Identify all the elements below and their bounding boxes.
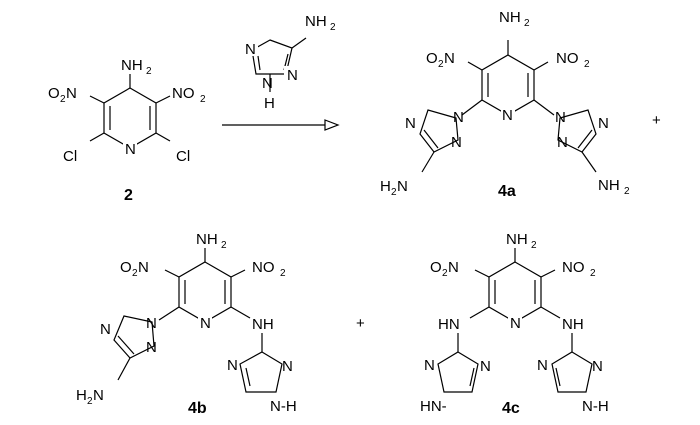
svg-text:2: 2 xyxy=(200,94,206,105)
svg-text:N: N xyxy=(448,259,459,276)
svg-text:N: N xyxy=(282,358,293,375)
svg-text:N: N xyxy=(555,109,566,126)
svg-text:N: N xyxy=(424,357,435,374)
svg-text:NH: NH xyxy=(598,177,620,194)
svg-text:H: H xyxy=(76,387,87,404)
svg-text:2: 2 xyxy=(221,240,227,251)
svg-text:N: N xyxy=(480,358,491,375)
svg-text:N: N xyxy=(510,315,521,332)
svg-text:N: N xyxy=(557,134,568,151)
svg-text:N: N xyxy=(453,109,464,126)
compound-4c-structure: N NH 2 O 2 N NO 2 HN N N HN- NH N N N-H … xyxy=(420,231,609,417)
svg-text:N: N xyxy=(592,358,603,375)
compound-4b-structure: N NH 2 O 2 N NO 2 N N N H 2 N NH N N N-H… xyxy=(76,231,297,417)
svg-text:NH: NH xyxy=(499,9,521,26)
svg-text:N-H: N-H xyxy=(270,398,297,415)
svg-text:NH: NH xyxy=(506,231,528,248)
plus-sign: + xyxy=(356,315,365,332)
svg-text:2: 2 xyxy=(391,187,397,198)
svg-text:N-H: N-H xyxy=(582,398,609,415)
svg-text:2: 2 xyxy=(146,66,152,77)
svg-text:2: 2 xyxy=(132,268,138,279)
svg-text:O: O xyxy=(120,259,132,276)
svg-text:2: 2 xyxy=(624,186,630,197)
svg-text:2: 2 xyxy=(531,240,537,251)
svg-text:NH: NH xyxy=(196,231,218,248)
svg-text:N: N xyxy=(66,85,77,102)
svg-text:N: N xyxy=(444,50,455,67)
nitro-label: O xyxy=(48,85,60,102)
svg-text:2: 2 xyxy=(330,22,336,33)
svg-text:O: O xyxy=(426,50,438,67)
svg-text:N: N xyxy=(397,178,408,195)
svg-text:NO: NO xyxy=(252,259,275,276)
svg-text:2: 2 xyxy=(584,59,590,70)
svg-text:NO: NO xyxy=(556,50,579,67)
amino-label: NH xyxy=(121,57,143,74)
svg-text:2: 2 xyxy=(442,268,448,279)
svg-text:2: 2 xyxy=(438,59,444,70)
svg-text:N: N xyxy=(227,357,238,374)
plus-sign: + xyxy=(652,112,661,129)
svg-text:2: 2 xyxy=(87,396,93,407)
svg-text:N: N xyxy=(200,315,211,332)
svg-text:H: H xyxy=(264,95,275,112)
svg-text:N: N xyxy=(502,107,513,124)
svg-text:N: N xyxy=(100,321,111,338)
ring-nitrogen-label: N xyxy=(125,141,136,158)
svg-text:N: N xyxy=(146,339,157,356)
compound-2-label: 2 xyxy=(124,187,133,204)
svg-text:N: N xyxy=(537,357,548,374)
svg-text:2: 2 xyxy=(280,268,286,279)
svg-text:HN-: HN- xyxy=(420,398,447,415)
svg-text:N: N xyxy=(146,315,157,332)
svg-text:H: H xyxy=(380,178,391,195)
svg-text:2: 2 xyxy=(60,94,66,105)
svg-text:NH: NH xyxy=(562,316,584,333)
svg-text:NO: NO xyxy=(562,259,585,276)
compound-4a-structure: N NH 2 O 2 N NO 2 N N N H 2 N N N N NH 2… xyxy=(380,9,630,200)
svg-text:N: N xyxy=(138,259,149,276)
svg-text:N: N xyxy=(262,75,273,92)
svg-text:O: O xyxy=(430,259,442,276)
svg-text:N: N xyxy=(405,115,416,132)
compound-4b-label: 4b xyxy=(188,400,207,417)
svg-text:NH: NH xyxy=(252,316,274,333)
compound-4a-label: 4a xyxy=(498,183,516,200)
aminotriazole-reagent: NH 2 N N N H xyxy=(244,13,336,112)
compound-4c-label: 4c xyxy=(502,400,520,417)
chloro-label: Cl xyxy=(176,148,190,165)
svg-text:N: N xyxy=(245,41,256,58)
svg-text:N: N xyxy=(598,115,609,132)
svg-text:N: N xyxy=(451,134,462,151)
svg-text:N: N xyxy=(287,67,298,84)
reaction-arrow xyxy=(222,119,340,131)
svg-text:2: 2 xyxy=(590,268,596,279)
svg-text:N: N xyxy=(93,387,104,404)
nitro-label: NO xyxy=(172,85,195,102)
chloro-label: Cl xyxy=(63,148,77,165)
svg-text:NH: NH xyxy=(305,13,327,30)
compound-2-structure: N NH 2 O 2 N NO 2 Cl Cl 2 xyxy=(48,57,206,204)
svg-text:HN: HN xyxy=(438,316,460,333)
svg-text:2: 2 xyxy=(524,18,530,29)
